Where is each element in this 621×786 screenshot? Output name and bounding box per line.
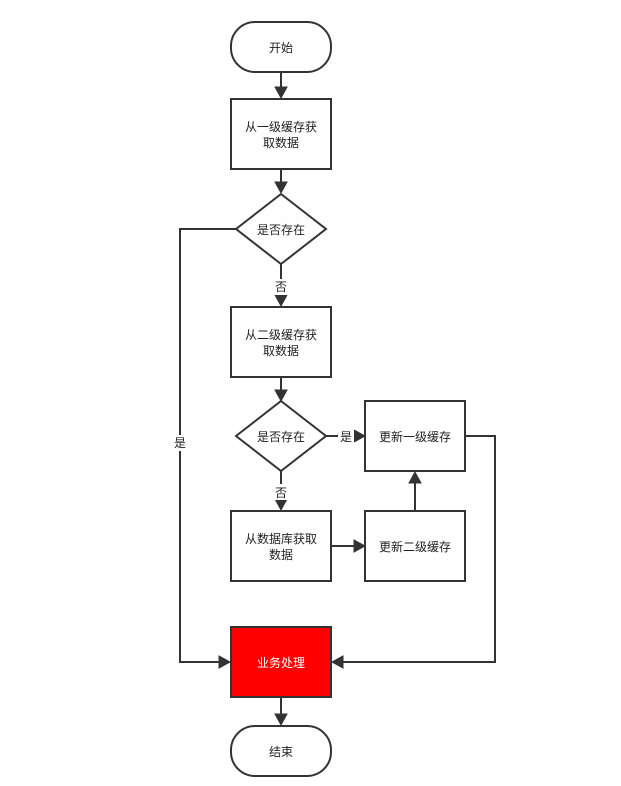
node-exists-2-label: 是否存在: [257, 430, 305, 444]
node-update-l1-label: 更新一级缓存: [379, 429, 451, 444]
arrowhead: [218, 655, 232, 669]
node-exists-2: 是否存在: [234, 399, 328, 473]
node-get-l2-cache: 从二级缓存获 取数据: [230, 306, 332, 378]
node-end-label: 结束: [269, 745, 293, 759]
arrowhead: [353, 429, 367, 443]
edge-label-yes-1: 是: [174, 436, 186, 450]
edge-exists1-to-process: [179, 228, 236, 663]
node-exists-1-label: 是否存在: [257, 223, 305, 237]
node-update-l1-cache: 更新一级缓存: [364, 400, 466, 472]
node-update-l2-cache: 更新二级缓存: [364, 510, 466, 582]
node-start: 开始: [230, 21, 332, 73]
node-get-l1-label-2: 取数据: [263, 135, 299, 150]
node-process-label: 业务处理: [257, 655, 305, 670]
node-start-label: 开始: [269, 41, 293, 55]
arrowhead: [408, 470, 422, 484]
node-get-l2-label-1: 从二级缓存获: [245, 328, 317, 342]
node-exists-1: 是否存在: [234, 192, 328, 266]
node-end: 结束: [230, 725, 332, 777]
node-get-l1-label-1: 从一级缓存获: [245, 120, 317, 134]
node-get-l2-label-2: 取数据: [263, 343, 299, 358]
node-get-db: 从数据库获取 数据: [230, 510, 332, 582]
arrowhead: [274, 86, 288, 100]
arrowhead: [274, 389, 288, 403]
arrowhead: [274, 498, 288, 512]
edge-label-yes-2: 是: [340, 430, 352, 444]
edges: [179, 72, 496, 727]
edge-labels: 否 是 是 否: [172, 279, 354, 500]
arrowhead: [274, 181, 288, 195]
node-get-db-label-2: 数据: [269, 547, 293, 562]
arrowhead: [274, 294, 288, 308]
node-get-db-label-1: 从数据库获取: [245, 531, 317, 546]
node-update-l2-label: 更新二级缓存: [379, 539, 451, 554]
arrowhead: [330, 655, 344, 669]
edge-label-no-1: 否: [275, 280, 287, 294]
edge-update-l1-to-process: [342, 435, 496, 663]
edge-label-no-2: 否: [275, 486, 287, 500]
arrowhead: [274, 713, 288, 727]
node-get-l1-cache: 从一级缓存获 取数据: [230, 98, 332, 170]
arrowhead: [353, 539, 367, 553]
node-process: 业务处理: [230, 626, 332, 698]
